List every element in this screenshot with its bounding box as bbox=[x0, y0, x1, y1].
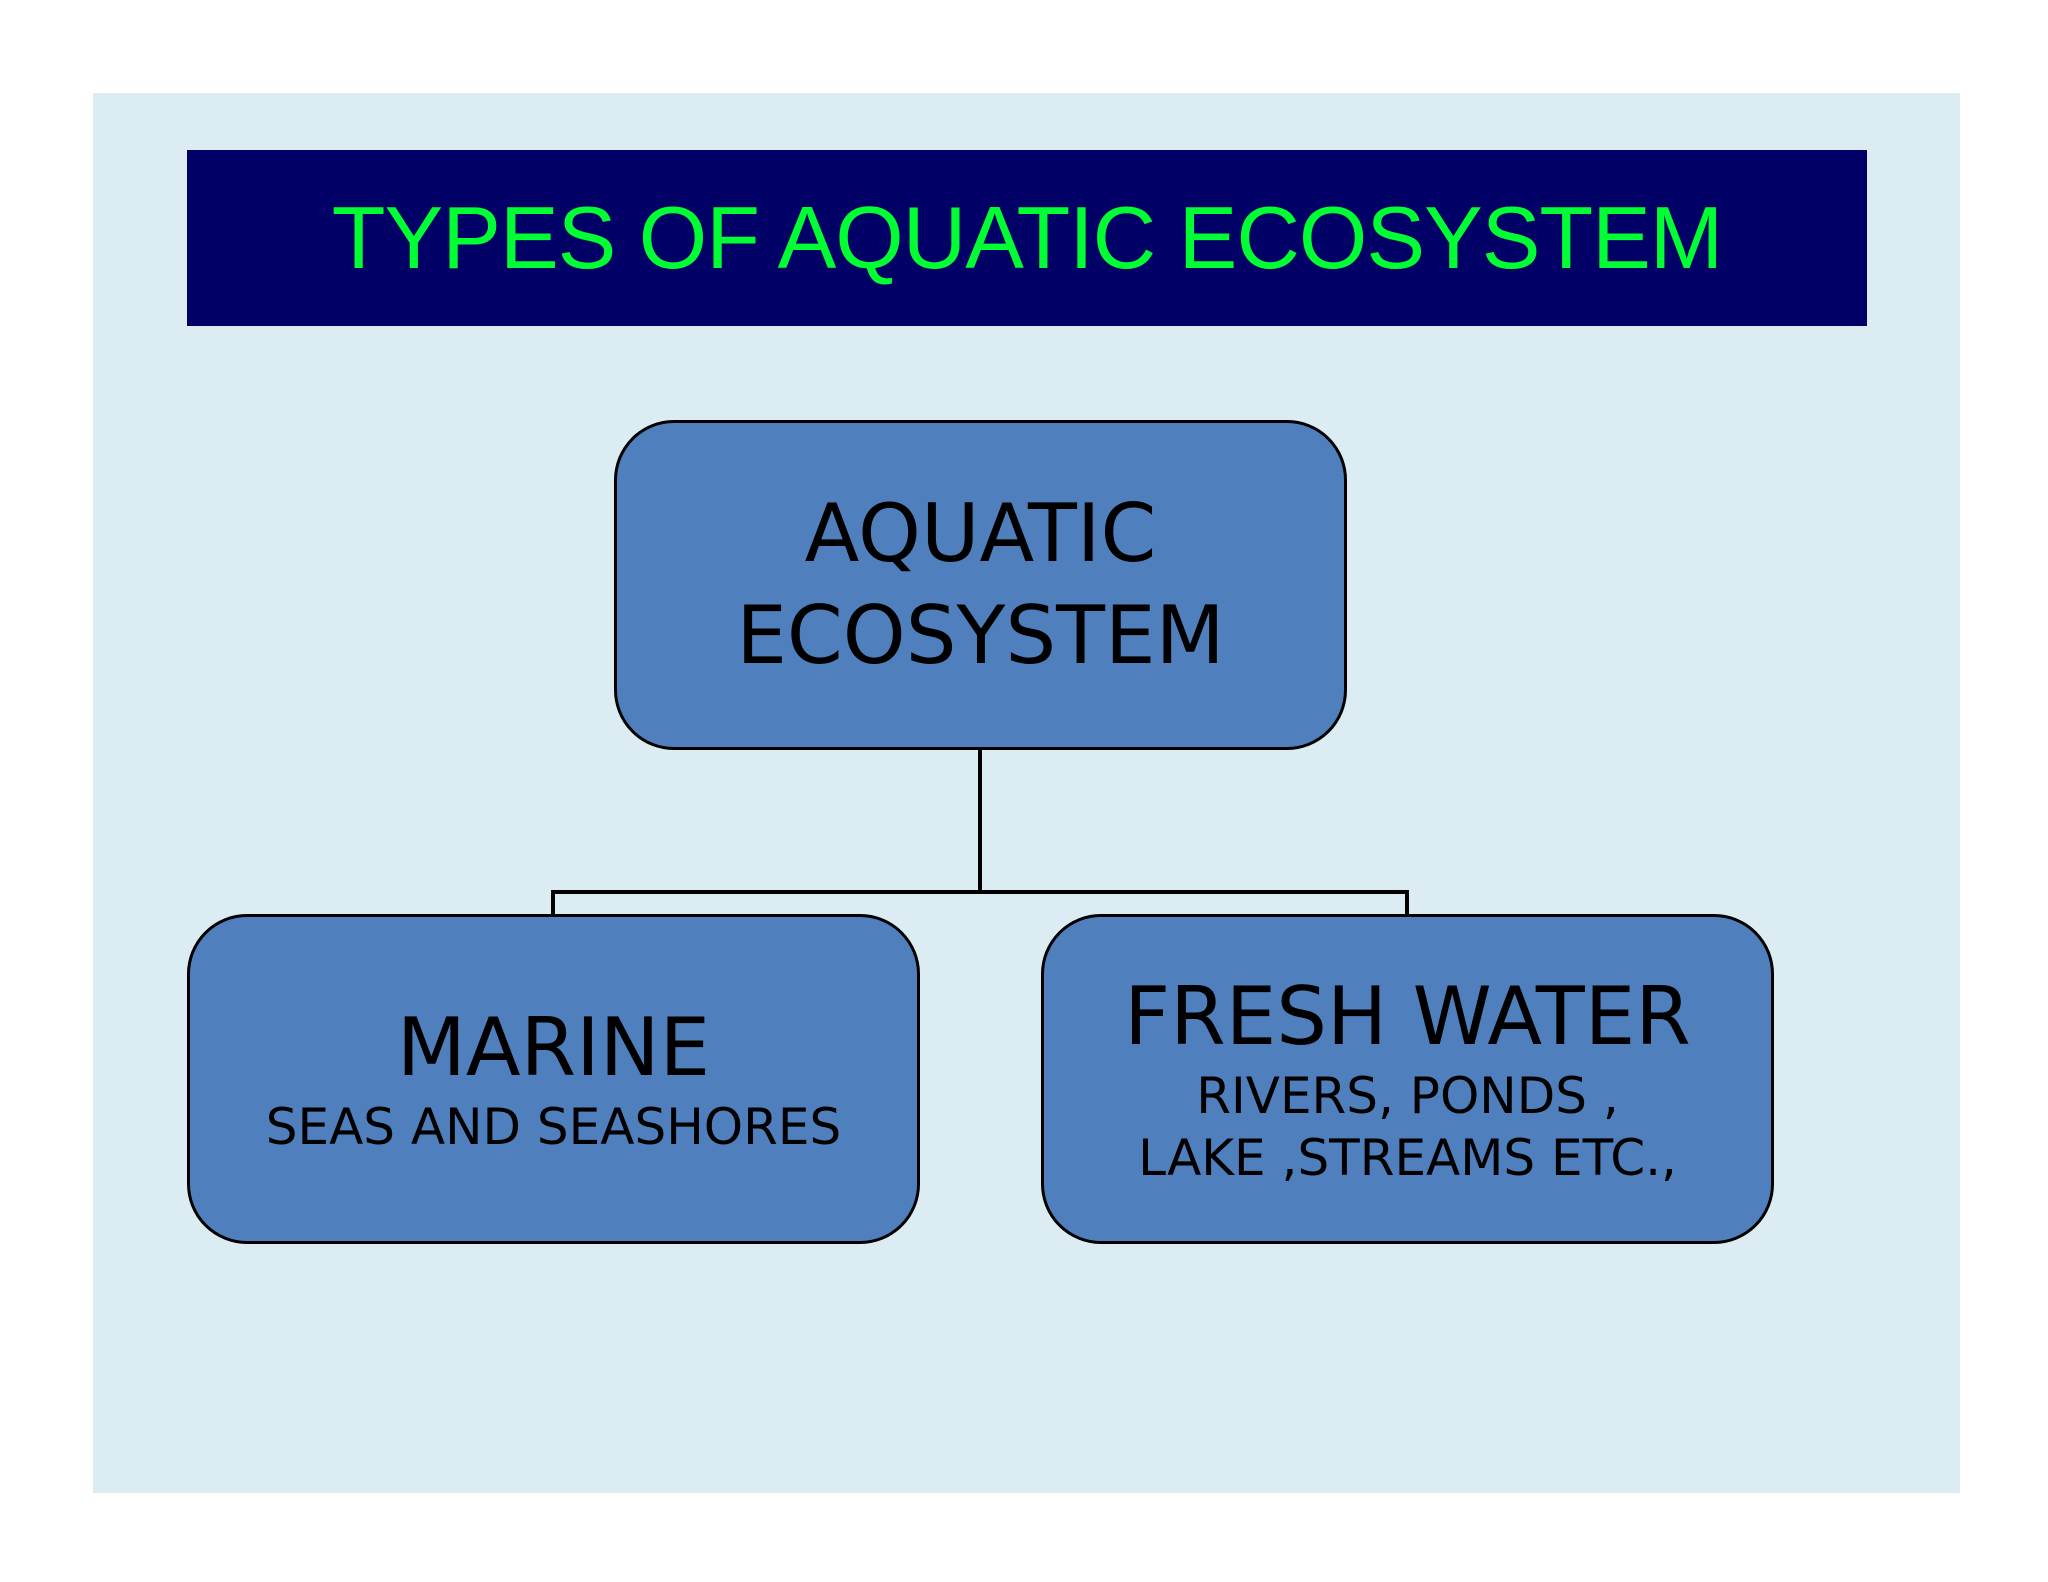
root-node-aquatic-ecosystem: AQUATIC ECOSYSTEM bbox=[614, 420, 1347, 750]
root-node-line2: ECOSYSTEM bbox=[736, 589, 1225, 682]
marine-description: SEAS AND SEASHORES bbox=[265, 1098, 842, 1156]
fresh-water-description-line1: RIVERS, PONDS , bbox=[1196, 1067, 1619, 1125]
fresh-water-description-line2: LAKE ,STREAMS ETC., bbox=[1138, 1129, 1677, 1187]
marine-heading: MARINE bbox=[396, 1001, 711, 1094]
child-node-marine: MARINE SEAS AND SEASHORES bbox=[187, 914, 920, 1244]
root-node-line1: AQUATIC bbox=[804, 487, 1157, 580]
child-node-fresh-water: FRESH WATER RIVERS, PONDS , LAKE ,STREAM… bbox=[1041, 914, 1774, 1244]
title-bar: TYPES OF AQUATIC ECOSYSTEM bbox=[187, 150, 1867, 326]
slide-title: TYPES OF AQUATIC ECOSYSTEM bbox=[331, 188, 1723, 287]
fresh-water-heading: FRESH WATER bbox=[1124, 970, 1691, 1063]
slide-background bbox=[93, 93, 1960, 1493]
